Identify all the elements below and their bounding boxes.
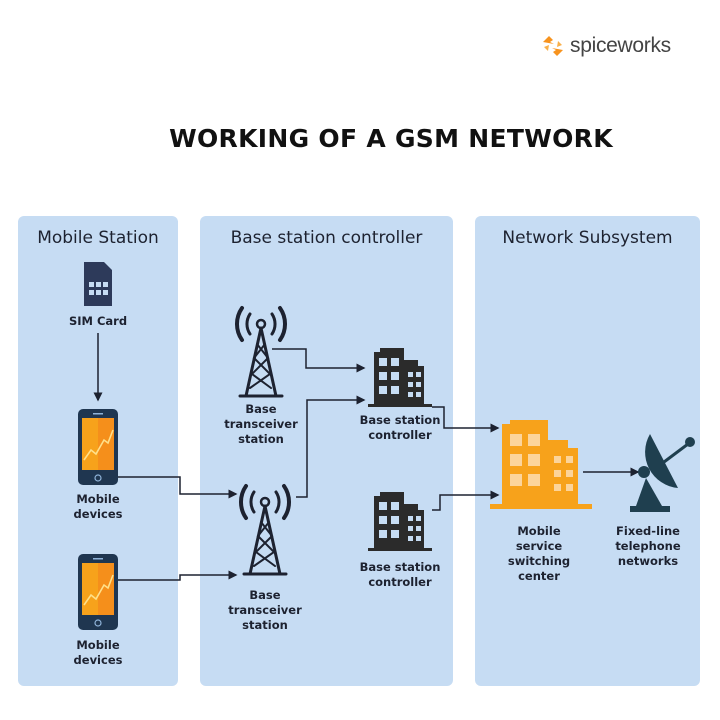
- panel-network-subsystem: Network Subsystem: [475, 216, 700, 686]
- bts-label: Base transceiver station: [224, 402, 298, 446]
- building-icon: [368, 348, 432, 407]
- sim-card-label: SIM Card: [68, 314, 128, 328]
- panel-base-station-controller: Base station controller: [200, 216, 453, 686]
- pstn-label: Fixed-line telephone networks: [615, 524, 681, 568]
- bts2-to-bsc1: [296, 395, 366, 498]
- mobile-device-icon: [78, 554, 118, 630]
- mobile-device-icon: [78, 409, 118, 485]
- mobile-devices-label: Mobile devices: [73, 638, 123, 667]
- bsc2-to-msc: [432, 490, 500, 511]
- cell-tower-icon: [234, 306, 288, 398]
- msc-building-icon: [490, 420, 592, 509]
- building-icon: [368, 492, 432, 551]
- spiceworks-logo: spiceworks: [540, 33, 671, 59]
- mobile2-to-bts2: [118, 570, 238, 581]
- brand-name: spiceworks: [570, 34, 671, 57]
- panel-title: Mobile Station: [37, 228, 159, 248]
- mobile1-to-bts2: [118, 476, 238, 499]
- msc-label: Mobile service switching center: [507, 524, 571, 583]
- bsc-label: Base station controller: [359, 413, 441, 442]
- bsc1-to-msc: [432, 406, 500, 433]
- bts-label: Base transceiver station: [228, 588, 302, 632]
- mobile-devices-label: Mobile devices: [73, 492, 123, 521]
- bsc-label: Base station controller: [359, 560, 441, 589]
- panel-title: Network Subsystem: [502, 228, 673, 248]
- satellite-dish-icon: [630, 434, 695, 512]
- bts1-to-bsc1: [272, 348, 366, 373]
- page-title: WORKING OF A GSM NETWORK: [169, 124, 613, 153]
- panel-title: Base station controller: [230, 228, 423, 248]
- sim-card-icon: [84, 262, 112, 306]
- spiceworks-logo-icon: [543, 36, 563, 56]
- cell-tower-icon: [238, 484, 292, 576]
